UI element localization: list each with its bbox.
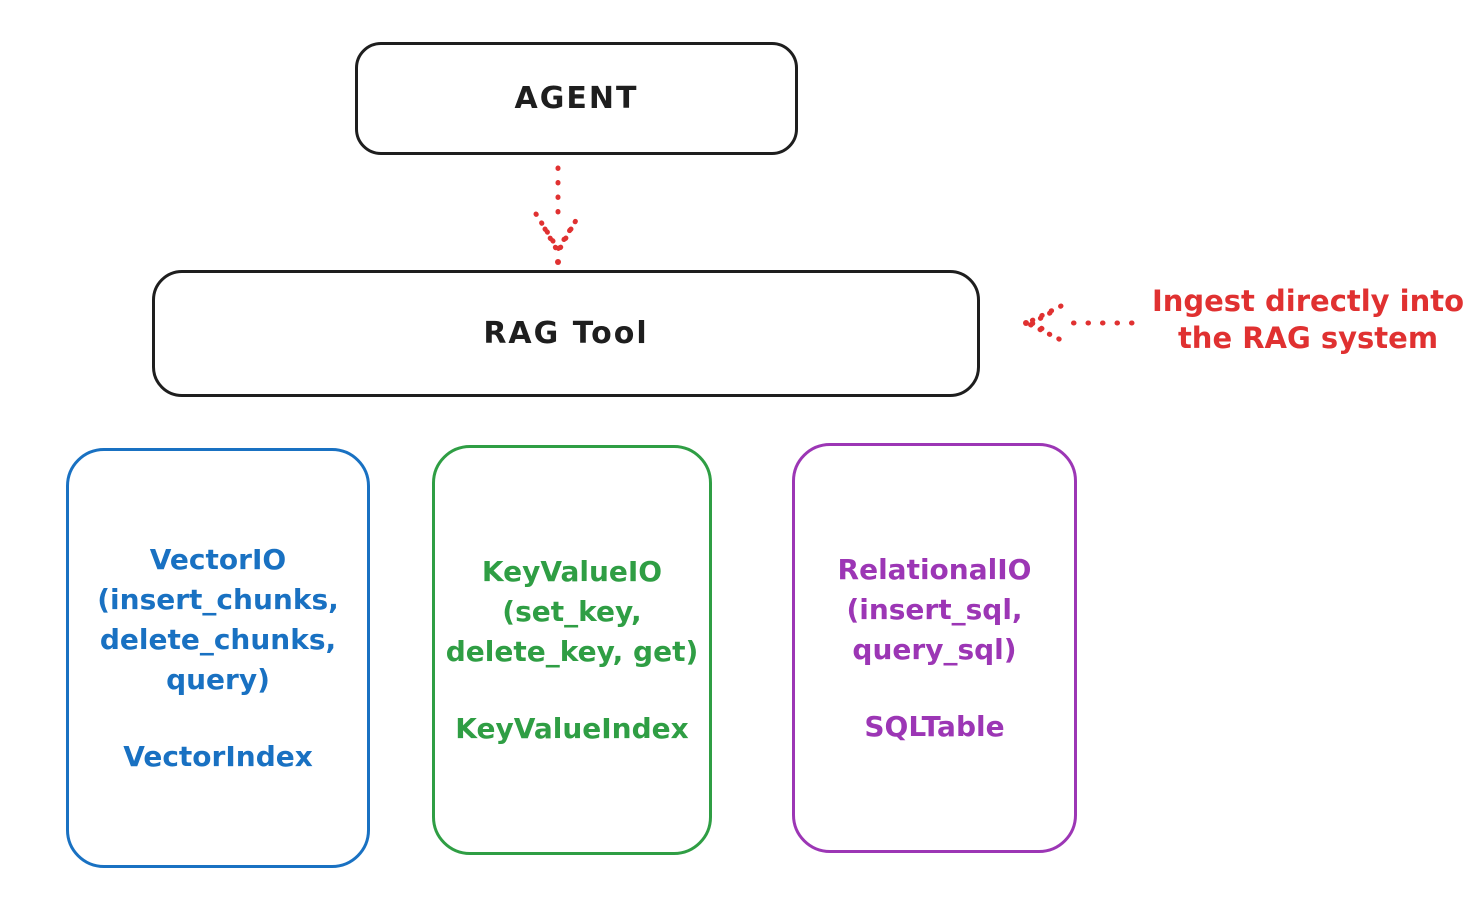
agent-node-label: AGENT <box>514 81 639 116</box>
vector-io-line: (insert_chunks, <box>97 582 339 616</box>
relational-io-line: (insert_sql, <box>846 592 1023 626</box>
keyvalue-io-node: KeyValueIO (set_key, delete_key, get) Ke… <box>432 445 712 855</box>
vector-io-node: VectorIO (insert_chunks, delete_chunks, … <box>66 448 370 868</box>
vector-index-label: VectorIndex <box>123 739 313 773</box>
relational-io-line: query_sql) <box>852 632 1017 666</box>
rag-tool-node: RAG Tool <box>152 270 980 397</box>
relational-io-line: RelationalIO <box>837 552 1032 586</box>
rag-tool-node-label: RAG Tool <box>483 316 649 351</box>
keyvalue-io-line: delete_key, get) <box>445 634 699 668</box>
vector-io-line: delete_chunks, <box>99 622 337 656</box>
ingest-annotation: Ingest directly into the RAG system <box>1136 283 1480 357</box>
agent-to-ragtool-arrow <box>533 165 583 265</box>
keyvalue-io-line: (set_key, <box>502 594 642 628</box>
agent-node: AGENT <box>355 42 798 155</box>
keyvalue-index-label: KeyValueIndex <box>455 711 689 745</box>
sqltable-label: SQLTable <box>864 709 1005 743</box>
vector-io-line: query) <box>166 662 270 696</box>
vector-io-line: VectorIO <box>149 542 287 576</box>
ingest-annotation-line1: Ingest directly into <box>1151 284 1465 318</box>
ingest-annotation-line2: the RAG system <box>1177 321 1439 355</box>
relational-io-node: RelationalIO (insert_sql, query_sql) SQL… <box>792 443 1077 853</box>
ingest-arrow <box>1023 303 1135 343</box>
keyvalue-io-line: KeyValueIO <box>481 554 663 588</box>
